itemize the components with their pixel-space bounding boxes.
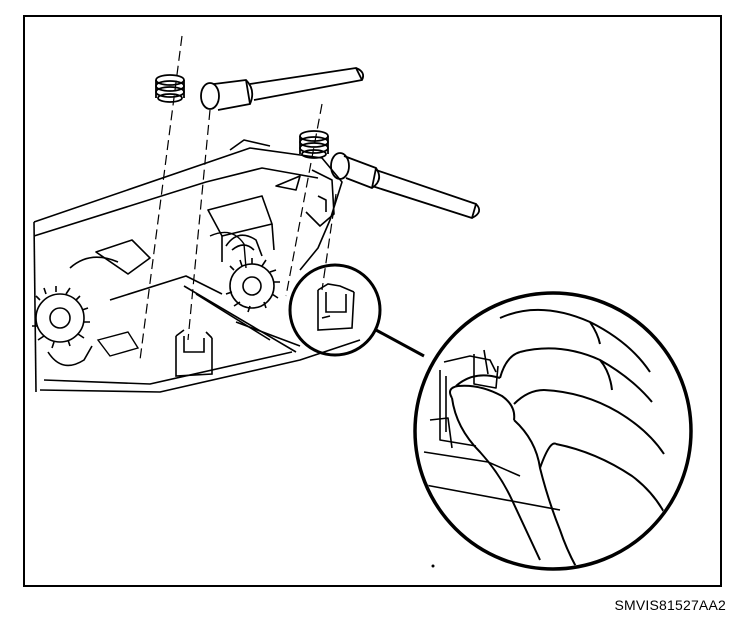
magnified-detail-view bbox=[413, 291, 693, 571]
figure-frame bbox=[23, 15, 722, 587]
coil-spring-icon bbox=[155, 74, 185, 103]
retaining-clip-icon bbox=[175, 329, 213, 377]
gear-icon bbox=[96, 231, 247, 357]
coil-spring-icon bbox=[299, 130, 329, 159]
registration-dot bbox=[431, 564, 435, 568]
retaining-clip-icon bbox=[317, 283, 355, 331]
detail-callout-circle bbox=[288, 263, 382, 357]
figure-reference-code: SMVIS81527AA2 bbox=[614, 597, 726, 613]
control-cable-icon bbox=[200, 67, 365, 111]
retaining-clip-icon bbox=[439, 349, 499, 447]
gear-icon bbox=[32, 286, 93, 367]
hand-icon bbox=[449, 309, 669, 567]
detail-leader-line bbox=[375, 328, 425, 358]
control-head-body bbox=[33, 139, 361, 393]
control-cable-icon bbox=[330, 152, 481, 219]
gear-icon bbox=[225, 234, 280, 313]
